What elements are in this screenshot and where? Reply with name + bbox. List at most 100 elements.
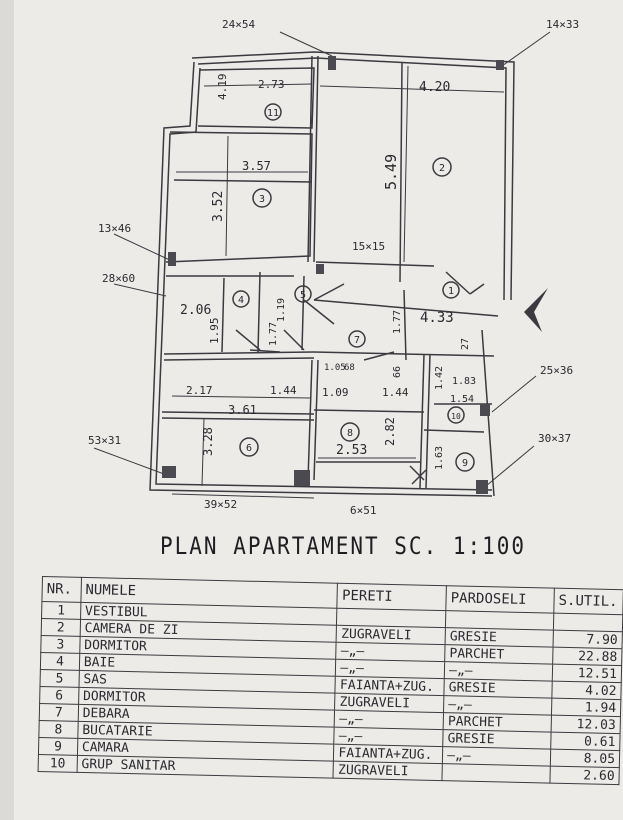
dim-line [225, 135, 229, 257]
cell-area: 8.05 [550, 749, 620, 768]
col-header-floor: PARDOSELI [445, 585, 555, 614]
dim-label: 2.53 [336, 443, 367, 458]
cell-nr: 7 [39, 703, 79, 722]
dim-label: 4.33 [420, 310, 454, 326]
wall-room-2 [399, 61, 403, 283]
wall-vestibul [313, 299, 499, 317]
cell-nr: 8 [38, 720, 78, 739]
dim-label: 1.42 [434, 366, 445, 390]
leader-line [501, 31, 551, 67]
wall-lower [425, 353, 431, 489]
room-number: 2 [439, 163, 445, 174]
cell-area: 12.51 [552, 664, 622, 683]
dim-label: 53×31 [88, 434, 121, 447]
dim-label: 1.83 [452, 376, 476, 387]
wall-room-2 [315, 261, 435, 267]
wall-middle [163, 351, 315, 355]
door-swing [249, 349, 395, 361]
wall-room-11 [197, 67, 315, 129]
dim-line [403, 65, 409, 263]
wall-lower [313, 351, 495, 357]
leader-line [279, 31, 333, 57]
wall-lower [423, 429, 485, 433]
room-number: 8 [347, 428, 353, 439]
wall-lower [161, 411, 315, 415]
wall-central [313, 55, 319, 263]
room-marker [348, 330, 366, 348]
col-header-area: S.UTIL. [553, 588, 623, 615]
outer-wall [191, 51, 515, 301]
room-number: 9 [462, 458, 468, 469]
room-marker [232, 290, 250, 308]
cell-nr: 10 [38, 754, 78, 773]
dim-label: 15×15 [352, 240, 385, 253]
cell-area [553, 613, 623, 632]
cell-area: 4.02 [551, 681, 622, 700]
wall-central [307, 55, 313, 263]
dim-label: 66 [392, 366, 403, 378]
leader-line [485, 445, 535, 487]
room-number: 3 [259, 194, 265, 205]
plan-title: PLAN APARTAMENT SC. 1:100 [160, 532, 527, 560]
col-header-nr: NR. [41, 576, 82, 603]
room-marker [455, 452, 475, 472]
wall-middle [163, 357, 315, 361]
dim-label: 2.17 [186, 384, 213, 397]
dim-label: 68 [344, 363, 355, 373]
floor-plan: 24×54 14×33 4.19 2.73 4.20 3.57 3.52 5.4… [88, 18, 579, 517]
room-marker [447, 406, 465, 424]
dim-line [203, 83, 313, 87]
wall-room-3 [165, 131, 313, 263]
room-marker [239, 437, 259, 457]
wall-lower [307, 359, 313, 481]
room-number: 4 [238, 295, 244, 306]
dim-line [171, 493, 315, 499]
dim-label: 3.57 [242, 159, 271, 173]
window-box [480, 404, 490, 416]
dim-line [319, 85, 505, 93]
cell-nr: 6 [39, 686, 79, 705]
outer-wall [149, 61, 493, 497]
window-box [328, 56, 336, 70]
entrance-arrow-icon [524, 288, 548, 332]
room-marker [432, 157, 452, 177]
leader-line [113, 283, 167, 297]
room-number: 10 [451, 412, 461, 421]
dim-label: 25×36 [540, 364, 573, 377]
cell-nr: 5 [39, 669, 80, 688]
room-number: 1 [448, 286, 454, 297]
wall-middle [257, 271, 261, 353]
dim-label: 1.77 [392, 310, 403, 334]
leader-line [491, 375, 537, 413]
dim-line [171, 395, 311, 399]
door-swing [409, 465, 427, 485]
cell-area: 0.61 [550, 732, 621, 751]
wall-middle [221, 277, 225, 353]
dim-label: 2.73 [258, 78, 285, 91]
dim-label: 39×52 [204, 498, 237, 511]
cell-area: 12.03 [551, 715, 621, 734]
room-marker [442, 281, 460, 299]
cell-floor [442, 763, 551, 784]
cell-nr: 3 [40, 635, 80, 654]
room-marker [340, 422, 360, 442]
cell-nr: 2 [41, 618, 81, 637]
room-marker [294, 285, 312, 303]
dim-label: 3.61 [228, 403, 257, 417]
cell-area: 22.88 [552, 647, 623, 666]
dim-label: 6×51 [350, 504, 377, 517]
dim-label: 1.19 [276, 298, 287, 322]
wall-lower [419, 353, 425, 489]
cell-area: 2.60 [549, 766, 620, 785]
cell-area: 1.94 [551, 698, 621, 717]
dim-label: 5.49 [382, 154, 400, 190]
room-number: 11 [267, 108, 279, 119]
dim-label: 1.09 [322, 386, 349, 399]
dim-label: 1.54 [450, 394, 474, 405]
dim-label: 2.82 [383, 417, 397, 446]
dim-label: 3.28 [201, 427, 215, 456]
cell-nr: 9 [38, 737, 78, 756]
col-header-walls: PERETI [337, 583, 447, 611]
dim-label: 30×37 [538, 432, 571, 445]
